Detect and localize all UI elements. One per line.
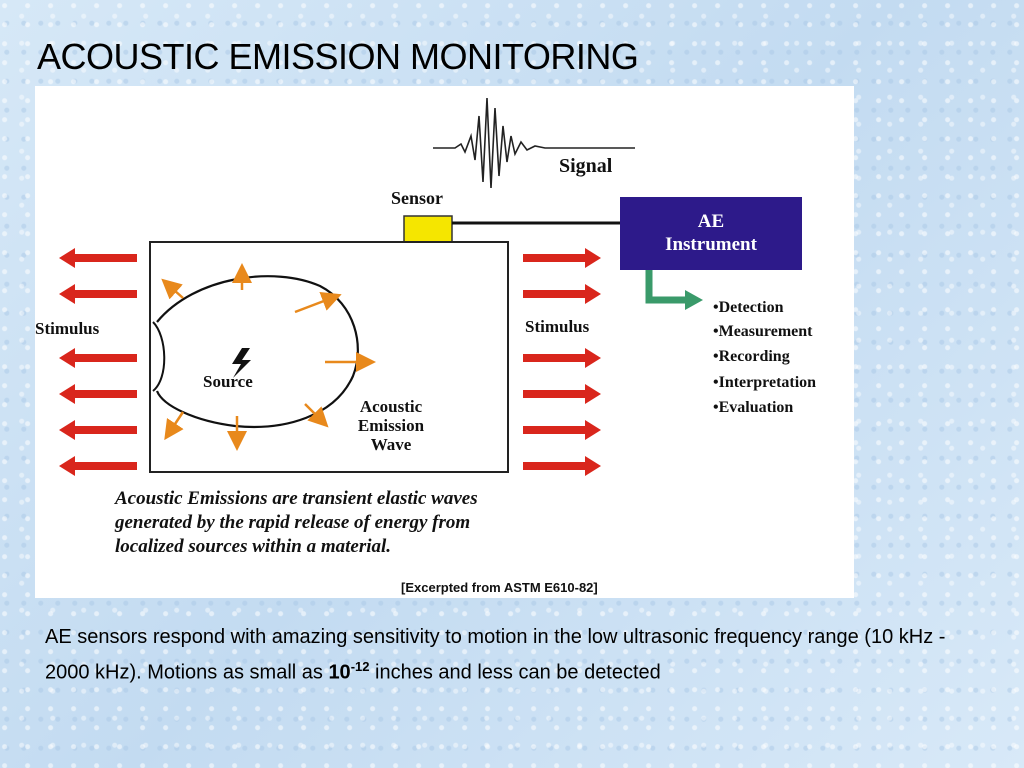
caption-text-part1: AE sensors respond with amazing sensitiv… [45,626,946,684]
output-item-evaluation: •Evaluation [713,399,793,416]
wave-label-line1: Acoustic [360,397,423,416]
definition-line-3: localized sources within a material. [115,536,391,557]
left-stimulus-arrows [59,248,137,476]
citation-text: [Excerpted from ASTM E610-82] [401,580,598,595]
material-block [149,241,509,473]
output-arrow-shaft [645,270,687,304]
instrument-label-line1: AE [698,211,724,232]
right-stimulus-arrows [523,248,601,476]
stimulus-label-left: Stimulus [35,319,100,338]
source-lightning-icon [232,348,251,378]
signal-waveform [433,97,635,189]
caption-text-part2: inches and less can be detected [369,661,661,684]
definition-line-1: Acoustic Emissions are transient elastic… [114,488,478,509]
output-item-interpretation: •Interpretation [713,374,816,391]
signal-label: Signal [559,155,613,177]
output-item-detection: •Detection [713,299,784,316]
instrument-label-line2: Instrument [665,234,758,255]
slide-title: ACOUSTIC EMISSION MONITORING [37,36,639,77]
ae-diagram-figure: Signal Sensor AE Instrument •Detection •… [35,86,854,598]
caption-exponent-base: 10 [328,661,351,684]
sensor-label: Sensor [391,188,443,208]
caption-exponent-power: -12 [350,659,370,674]
wave-label-line2: Emission [358,416,425,435]
sensor-block [403,215,453,243]
wavefront-inner-edge [152,321,166,392]
caption-paragraph: AE sensors respond with amazing sensitiv… [45,622,975,688]
wavefront-curve [155,275,359,428]
ae-diagram: Signal Sensor AE Instrument •Detection •… [35,97,816,595]
definition-line-2: generated by the rapid release of energy… [114,512,470,533]
output-item-recording: •Recording [713,348,790,365]
output-item-measurement: •Measurement [713,323,813,340]
wave-arrows [161,263,376,451]
source-label: Source [203,372,253,391]
stimulus-label-right: Stimulus [525,317,590,336]
output-arrow-head [685,290,703,310]
ae-instrument-box [620,197,802,270]
wave-label-line3: Wave [371,435,412,454]
